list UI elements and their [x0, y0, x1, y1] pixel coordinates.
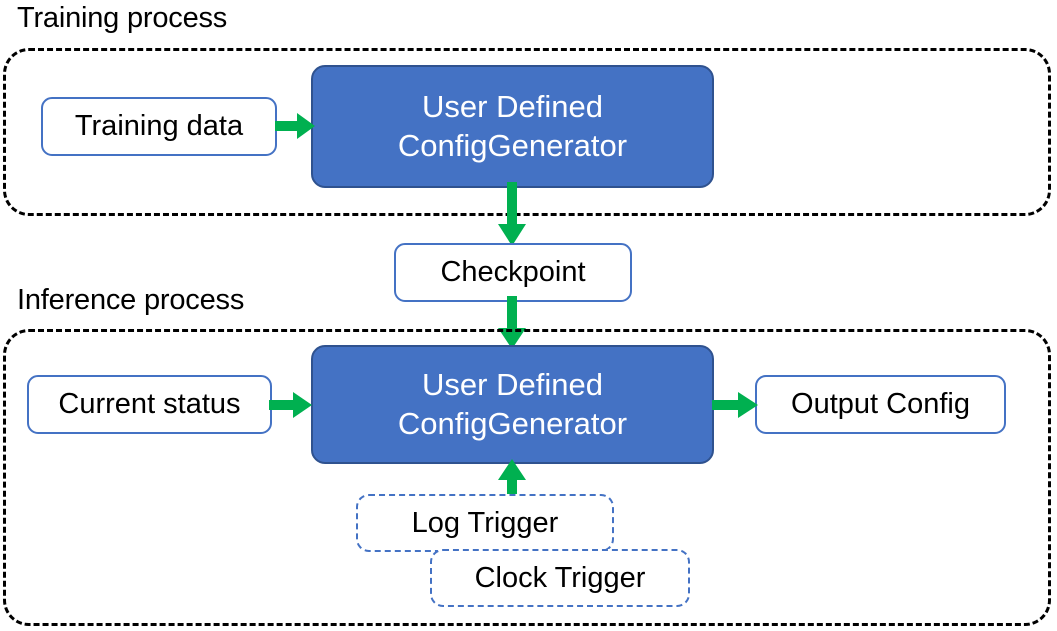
node-user-defined-configgenerator-training[interactable]: User Defined ConfigGenerator [311, 65, 714, 188]
node-output-config-label: Output Config [791, 388, 970, 421]
node-log-trigger[interactable]: Log Trigger [356, 494, 614, 552]
arrow-current-status-to-generator [269, 392, 312, 418]
node-current-status-label: Current status [58, 388, 241, 421]
arrow-log-trigger-to-generator [498, 459, 526, 501]
node-generator-inference-line1: User Defined [422, 366, 603, 402]
node-log-trigger-label: Log Trigger [411, 506, 559, 539]
node-user-defined-configgenerator-inference[interactable]: User Defined ConfigGenerator [311, 345, 714, 464]
inference-process-title: Inference process [17, 284, 245, 316]
training-process-group [3, 48, 1051, 216]
arrow-generator-to-checkpoint [498, 182, 526, 246]
arrow-training-data-to-generator [275, 113, 315, 139]
node-clock-trigger-label: Clock Trigger [474, 561, 646, 594]
node-current-status[interactable]: Current status [27, 375, 272, 434]
training-process-title: Training process [17, 2, 228, 34]
node-training-data[interactable]: Training data [41, 97, 277, 156]
node-generator-training-line1: User Defined [422, 88, 603, 124]
node-training-data-label: Training data [74, 110, 244, 143]
node-generator-inference-line2: ConfigGenerator [397, 405, 628, 441]
node-checkpoint[interactable]: Checkpoint [394, 243, 632, 302]
arrow-checkpoint-to-generator [498, 296, 526, 349]
node-checkpoint-label: Checkpoint [440, 256, 586, 289]
arrow-generator-to-output-config [712, 392, 758, 418]
node-generator-training-line2: ConfigGenerator [397, 127, 628, 163]
node-output-config[interactable]: Output Config [755, 375, 1006, 434]
inference-process-group [3, 329, 1051, 626]
node-clock-trigger[interactable]: Clock Trigger [430, 549, 690, 607]
